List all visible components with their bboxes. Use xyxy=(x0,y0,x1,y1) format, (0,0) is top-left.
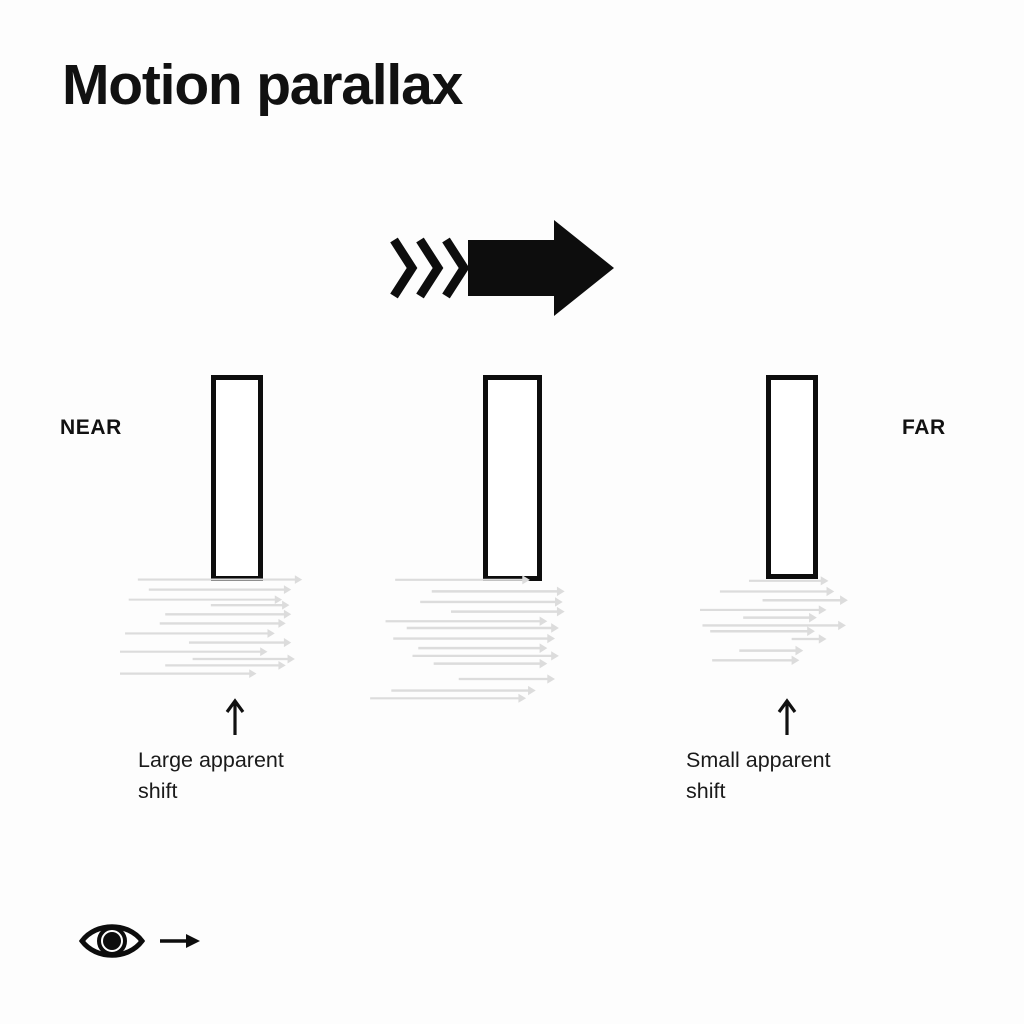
motion-streak-arrow xyxy=(159,618,286,628)
motion-streak-arrow xyxy=(406,623,559,633)
page-title: Motion parallax xyxy=(62,53,463,117)
motion-streak-arrow xyxy=(739,645,804,656)
motion-streak-arrow xyxy=(120,647,268,657)
motion-streak-arrow xyxy=(719,586,835,597)
motion-streaks-middle xyxy=(370,575,565,703)
motion-streaks-near xyxy=(120,575,303,679)
motion-streak-arrow xyxy=(393,633,556,644)
observer-eye-icon xyxy=(78,924,200,958)
motion-streak-arrow xyxy=(188,638,292,648)
motion-streak-arrow xyxy=(165,660,286,670)
eye-icon xyxy=(78,924,146,958)
callout-label-large-shift: Large apparent shift xyxy=(138,748,284,804)
object-bar-near xyxy=(211,375,263,581)
motion-streak-arrow xyxy=(120,669,257,679)
motion-streak-arrow xyxy=(137,575,303,584)
motion-streak-arrow xyxy=(748,576,829,586)
motion-streak-arrow xyxy=(700,605,827,615)
gaze-direction-arrow-icon xyxy=(160,934,200,948)
motion-streak-arrow xyxy=(712,655,800,665)
motion-streak-arrow xyxy=(395,575,530,585)
motion-streak-arrow xyxy=(210,600,290,610)
motion-streak-arrow xyxy=(458,674,556,684)
depth-label-near: NEAR xyxy=(60,416,122,439)
motion-streak-arrow xyxy=(192,654,295,664)
motion-streak-arrow xyxy=(370,693,527,703)
motion-streak-arrow xyxy=(385,616,548,626)
motion-direction-arrow xyxy=(390,220,614,316)
motion-streak-arrow xyxy=(791,634,827,644)
motion-streak-arrow xyxy=(165,609,292,619)
motion-streak-arrow xyxy=(702,620,846,631)
motion-streak-arrow xyxy=(412,651,559,661)
motion-streak-arrow xyxy=(710,626,815,637)
object-bar-middle xyxy=(483,375,542,581)
callout-pointer-large-icon xyxy=(225,698,245,735)
depth-label-far: FAR xyxy=(902,416,946,439)
motion-streak-arrow xyxy=(431,586,565,597)
motion-streak-arrow xyxy=(762,595,848,606)
motion-streaks-far xyxy=(700,576,848,665)
motion-streak-arrow xyxy=(451,606,565,617)
callout-pointer-small-icon xyxy=(777,698,797,735)
motion-streak-arrow xyxy=(420,597,563,607)
motion-streak-arrow xyxy=(391,685,536,696)
object-bar-far xyxy=(766,375,818,579)
motion-streak-arrow xyxy=(418,643,548,653)
motion-streak-arrow xyxy=(743,612,817,623)
motion-streak-arrow xyxy=(148,585,292,595)
motion-streak-arrow xyxy=(125,629,275,638)
motion-streak-arrow xyxy=(128,595,283,604)
motion-streak-arrow xyxy=(433,658,548,669)
callout-label-small-shift: Small apparent shift xyxy=(686,748,831,804)
